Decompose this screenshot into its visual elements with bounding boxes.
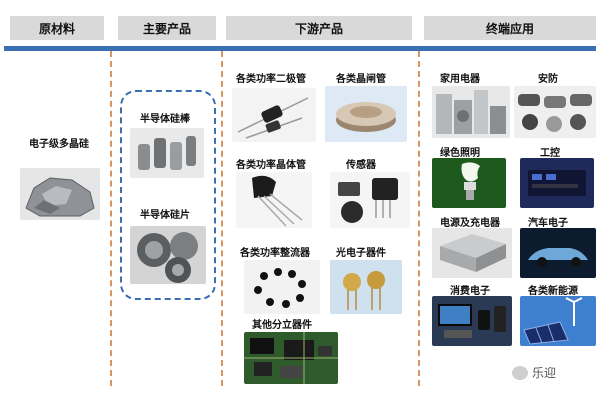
header-end-use: 终端应用	[424, 16, 596, 40]
header-main-products: 主要产品	[118, 16, 216, 40]
automotive-image	[520, 228, 596, 278]
sensor-image	[330, 172, 410, 228]
raw-material-label: 电子级多晶硅	[28, 138, 90, 151]
industrial-control-image	[520, 158, 594, 208]
new-energy-image	[520, 296, 596, 346]
power-transistor-image	[236, 172, 312, 228]
power-diode-label: 各类功率二极管	[236, 70, 306, 85]
automotive-label: 汽车电子	[528, 214, 568, 229]
silicon-wafer-image	[130, 226, 206, 284]
column-separator	[418, 51, 420, 386]
consumer-electronics-image	[432, 296, 512, 346]
column-separator	[110, 51, 112, 386]
security-label: 安防	[538, 70, 558, 85]
lighting-label: 绿色照明	[440, 144, 480, 159]
security-image	[514, 86, 596, 138]
thyristor-image	[325, 86, 407, 142]
industrial-control-label: 工控	[540, 144, 560, 159]
silicon-wafer-label: 半导体硅片	[140, 206, 190, 221]
polysilicon-image	[20, 168, 100, 220]
wechat-icon	[512, 366, 528, 380]
power-diode-image	[232, 88, 316, 142]
new-energy-label: 各类新能源	[528, 282, 578, 297]
thyristor-label: 各类晶闸管	[336, 70, 386, 85]
sensor-label: 传感器	[346, 156, 376, 171]
optoelectronic-label: 光电子器件	[336, 244, 386, 259]
appliances-image	[432, 86, 510, 138]
silicon-rod-label: 半导体硅棒	[140, 110, 190, 125]
header-raw-material: 原材料	[10, 16, 104, 40]
watermark: 乐迎	[512, 364, 556, 381]
header-downstream: 下游产品	[226, 16, 412, 40]
silicon-rod-image	[130, 128, 204, 178]
appliances-label: 家用电器	[440, 70, 480, 85]
watermark-text: 乐迎	[532, 364, 556, 381]
discrete-devices-image	[244, 332, 338, 384]
power-transistor-label: 各类功率晶体管	[236, 156, 306, 171]
lighting-image	[432, 158, 506, 208]
consumer-electronics-label: 消费电子	[450, 282, 490, 297]
power-charger-image	[432, 228, 512, 278]
discrete-devices-label: 其他分立器件	[252, 316, 312, 331]
power-rectifier-label: 各类功率整流器	[240, 244, 310, 259]
power-rectifier-image	[244, 260, 320, 314]
optoelectronic-image	[330, 260, 402, 314]
header-divider-bar	[4, 46, 596, 51]
power-charger-label: 电源及充电器	[440, 214, 500, 229]
column-separator	[221, 51, 223, 386]
